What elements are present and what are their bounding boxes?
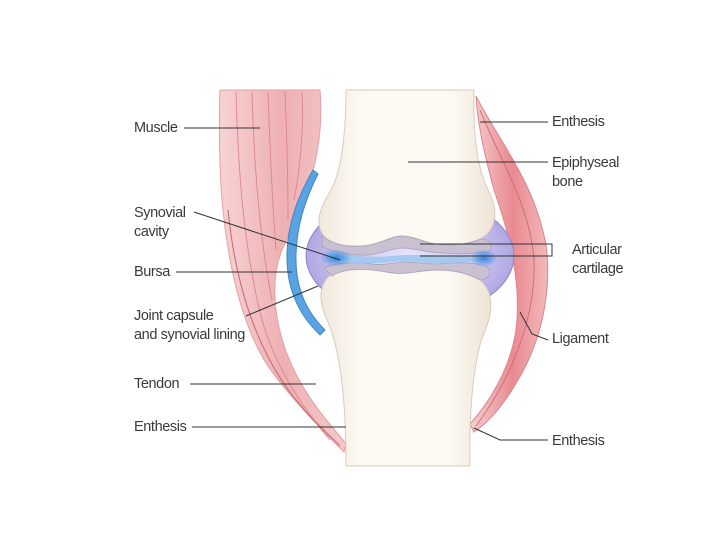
label-joint-capsule: Joint capsule and synovial lining xyxy=(134,307,245,345)
label-bursa: Bursa xyxy=(134,264,170,280)
upper-bone xyxy=(318,89,496,247)
label-tendon: Tendon xyxy=(134,376,180,392)
label-synovial-cavity-line2: cavity xyxy=(134,224,169,240)
synovial-cavity xyxy=(320,249,498,267)
label-joint-capsule-line1: Joint capsule xyxy=(134,308,214,324)
label-ligament: Ligament xyxy=(552,331,609,347)
label-epiphyseal-bone-line2: bone xyxy=(552,174,583,190)
label-epiphyseal-bone-line1: Epiphyseal xyxy=(552,155,619,171)
leader-lines xyxy=(176,121,553,441)
label-articular-cartilage-line1: Articular xyxy=(572,242,622,258)
label-muscle: Muscle xyxy=(134,120,178,136)
label-articular-cartilage: Articular cartilage xyxy=(572,241,624,279)
label-enthesis-top-right: Enthesis xyxy=(552,114,605,130)
label-articular-cartilage-line2: cartilage xyxy=(572,261,624,277)
label-synovial-cavity: Synovial cavity xyxy=(134,204,186,242)
bursa xyxy=(286,169,326,336)
label-joint-capsule-line2: and synovial lining xyxy=(134,327,245,343)
label-enthesis-bottom-right: Enthesis xyxy=(552,433,605,449)
label-synovial-cavity-line1: Synovial xyxy=(134,205,186,221)
ligament xyxy=(469,95,549,433)
label-enthesis-left: Enthesis xyxy=(134,419,187,435)
articular-cartilage-upper xyxy=(321,235,492,256)
lower-bone xyxy=(320,266,492,467)
label-epiphyseal-bone: Epiphyseal bone xyxy=(552,154,619,192)
